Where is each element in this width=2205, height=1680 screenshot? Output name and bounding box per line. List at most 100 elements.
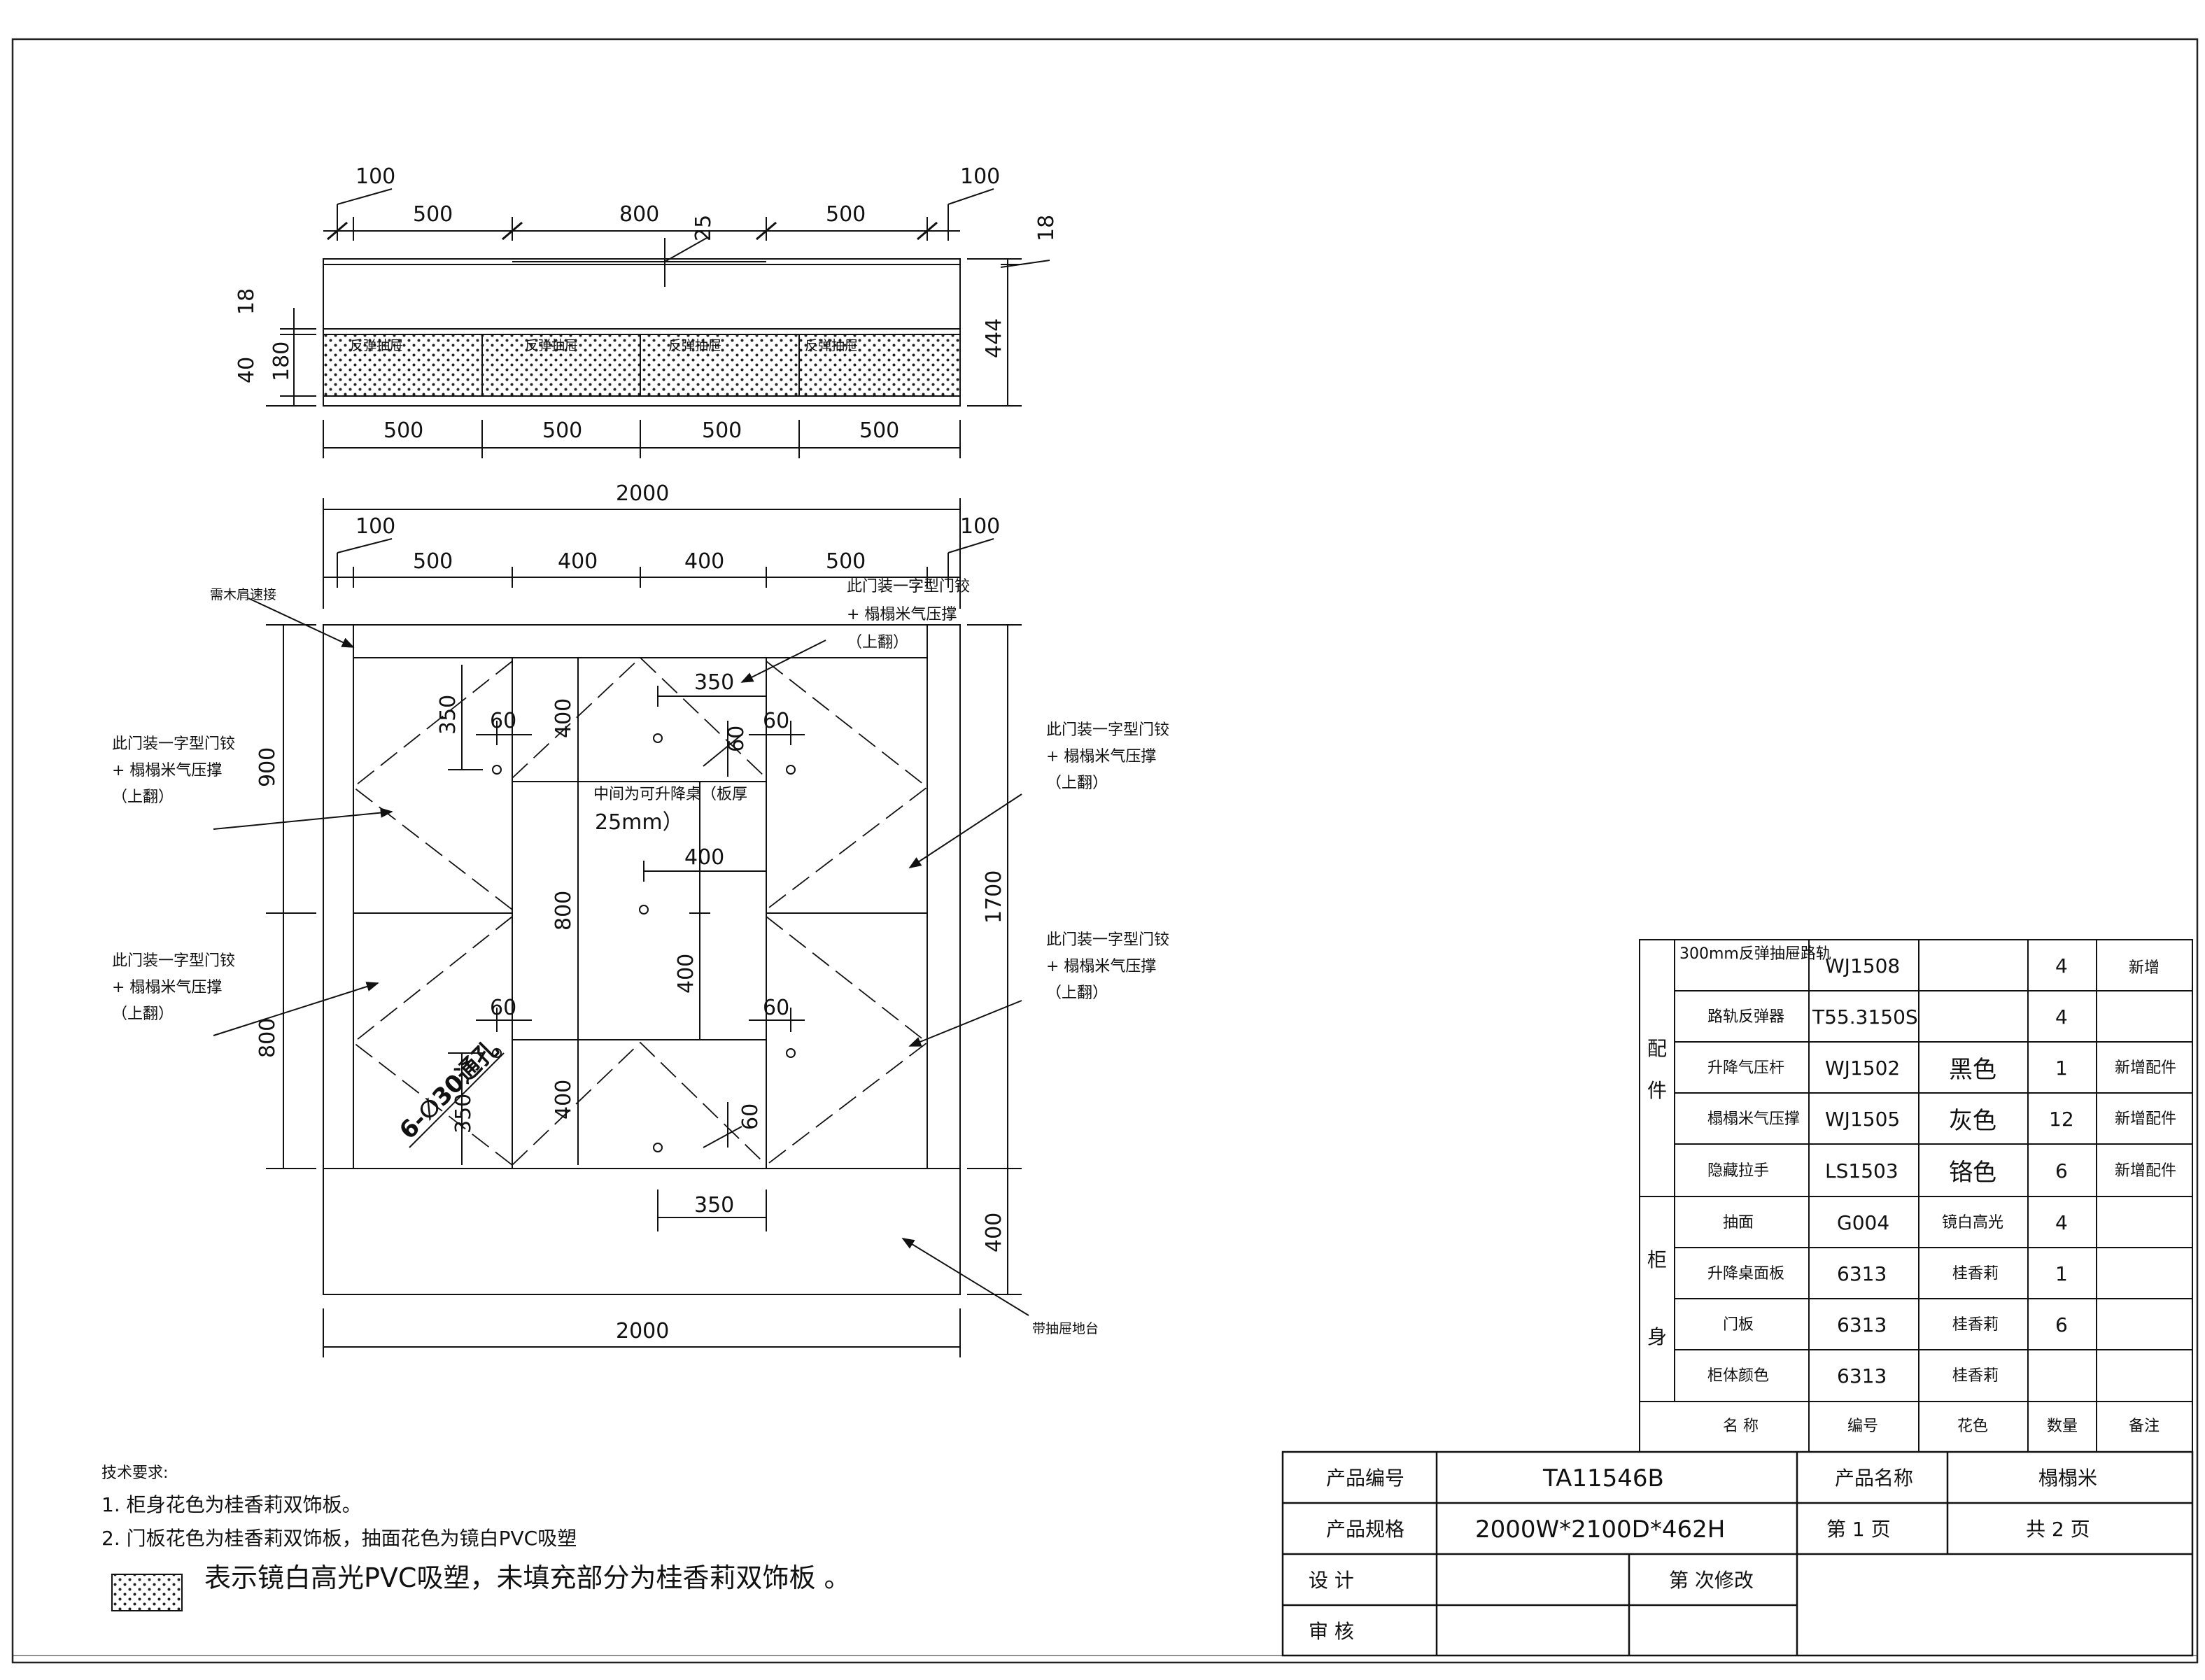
drawer-label-2: 反弹抽屉 [525, 338, 578, 353]
dim-overall-2000-top: 2000 [616, 481, 669, 506]
part-code-2: WJ1502 [1825, 1057, 1900, 1080]
legend-swatch [111, 1574, 183, 1611]
dim-bottom-500-3: 500 [702, 418, 742, 443]
door-note-e-1: 此门装一字型门铰 [1046, 931, 1169, 949]
product-code: TA11546B [1542, 1464, 1664, 1492]
part-name-1: 路轨反弹器 [1707, 1008, 1784, 1026]
part-color-5: 镜白高光 [1942, 1214, 2003, 1231]
dim-350-bottom: 350 [694, 1193, 734, 1217]
dim-60-b: 60 [763, 709, 789, 733]
spec: 2000W*2100D*462H [1475, 1516, 1725, 1544]
hole-note: 6-∅30通孔 [394, 1035, 504, 1145]
group-body-2: 身 [1647, 1325, 1667, 1348]
dim-350-b: 350 [451, 1094, 476, 1134]
dim-bottom-500-4: 500 [859, 418, 899, 443]
part-name-4: 隐藏拉手 [1707, 1162, 1769, 1180]
drawer-label-4: 反弹抽屉 [805, 338, 858, 353]
door-note-a-2: + 榻榻米气压撑 [847, 606, 957, 623]
dim-bottom-500-2: 500 [542, 418, 582, 443]
front-view-labels: 2000 100 500 400 400 500 100 900 800 170… [112, 481, 1169, 1343]
dim-180: 180 [269, 341, 294, 381]
dim-25: 25 [691, 215, 716, 241]
part-qty-2: 1 [2055, 1057, 2068, 1080]
product-code-label: 产品编号 [1326, 1467, 1404, 1490]
dim-18-right: 18 [1034, 215, 1059, 241]
dim-350-top: 350 [694, 670, 734, 695]
dim-400-h: 400 [684, 845, 724, 870]
page-total: 共 2 页 [2026, 1518, 2090, 1541]
part-qty-5: 4 [2055, 1211, 2068, 1234]
dim-1700: 1700 [982, 870, 1006, 924]
product-name-label: 产品名称 [1835, 1467, 1913, 1490]
group-parts-2: 件 [1647, 1079, 1667, 1102]
dim-top-500-b: 500 [826, 202, 866, 227]
revision-label: 第 次修改 [1669, 1569, 1754, 1592]
title-block-grid [1281, 1450, 2194, 1657]
part-name-2: 升降气压杆 [1707, 1059, 1784, 1077]
part-name-6: 升降桌面板 [1707, 1265, 1784, 1283]
header-note: 备注 [2129, 1418, 2160, 1435]
part-color-8: 桂香莉 [1952, 1367, 1999, 1385]
part-color-3: 灰色 [1949, 1107, 1996, 1135]
header-qty: 数量 [2047, 1418, 2078, 1435]
dim-400-mid-v: 400 [674, 954, 698, 994]
header-code: 编号 [1847, 1418, 1878, 1435]
tech-line-1: 1. 柜身花色为桂香莉双饰板。 [101, 1493, 362, 1516]
part-qty-4: 6 [2055, 1159, 2068, 1183]
door-note-b-1: 此门装一字型门铰 [112, 735, 235, 753]
dim-front-100-left: 100 [355, 514, 395, 539]
tech-line-2: 2. 门板花色为桂香莉双饰板，抽面花色为镜白PVC吸塑 [101, 1527, 577, 1550]
door-note-d-1: 此门装一字型门铰 [112, 952, 235, 970]
spec-label: 产品规格 [1326, 1518, 1404, 1541]
part-qty-1: 4 [2055, 1005, 2068, 1029]
center-note-1: 中间为可升降桌（板厚 [593, 786, 747, 803]
dim-top-100-right: 100 [960, 164, 1000, 189]
dim-front-500-a: 500 [413, 549, 453, 574]
door-note-c-2: + 榻榻米气压撑 [1046, 748, 1156, 765]
part-code-5: G004 [1837, 1211, 1889, 1234]
part-qty-0: 4 [2055, 954, 2068, 977]
part-code-8: 6313 [1837, 1364, 1887, 1388]
part-note-2: 新增配件 [2115, 1059, 2176, 1077]
dim-350-a: 350 [436, 695, 460, 735]
part-color-6: 桂香莉 [1952, 1265, 1999, 1283]
part-qty-7: 6 [2055, 1313, 2068, 1336]
dim-bottom-500-1: 500 [383, 418, 423, 443]
dim-60-f: 60 [738, 1103, 763, 1130]
part-code-4: LS1503 [1825, 1159, 1898, 1183]
dim-front-400-a: 400 [558, 549, 598, 574]
group-body-1: 柜 [1647, 1248, 1667, 1271]
dim-400-right: 400 [982, 1213, 1006, 1252]
header-name: 名 称 [1723, 1418, 1759, 1435]
part-color-7: 桂香莉 [1952, 1316, 1999, 1334]
dim-front-100-right: 100 [960, 514, 1000, 539]
review-label: 审 核 [1309, 1620, 1354, 1643]
part-code-0: WJ1508 [1825, 954, 1900, 977]
dim-18-left: 18 [234, 288, 259, 315]
dim-40: 40 [234, 357, 259, 383]
door-note-c-3: （上翻） [1046, 775, 1108, 792]
part-color-2: 黑色 [1949, 1056, 1996, 1084]
part-note-3: 新增配件 [2115, 1110, 2176, 1128]
dim-444: 444 [982, 318, 1006, 358]
door-note-e-3: （上翻） [1046, 984, 1108, 1002]
part-name-5: 抽面 [1723, 1214, 1754, 1231]
part-code-3: WJ1505 [1825, 1108, 1900, 1131]
part-qty-3: 12 [2049, 1108, 2074, 1131]
drawer-label-3: 反弹抽屉 [668, 338, 721, 353]
dim-60-c: 60 [490, 996, 516, 1020]
dim-60-a: 60 [490, 709, 516, 733]
dim-front-400-b: 400 [684, 549, 724, 574]
dim-800-center: 800 [551, 891, 576, 931]
tech-notes: 技术要求: 1. 柜身花色为桂香莉双饰板。 2. 门板花色为桂香莉双饰板，抽面花… [101, 1464, 851, 1611]
drawer-label-1: 反弹抽屉 [350, 338, 403, 353]
dim-800-left: 800 [255, 1018, 280, 1058]
dim-400-v1: 400 [551, 698, 576, 738]
dim-60-d: 60 [763, 996, 789, 1020]
door-note-e-2: + 榻榻米气压撑 [1046, 958, 1156, 975]
parts-table-grid [1639, 939, 2193, 1453]
part-name-8: 柜体颜色 [1707, 1367, 1769, 1385]
door-note-c-1: 此门装一字型门铰 [1046, 721, 1169, 739]
part-name-3: 榻榻米气压撑 [1707, 1110, 1800, 1128]
